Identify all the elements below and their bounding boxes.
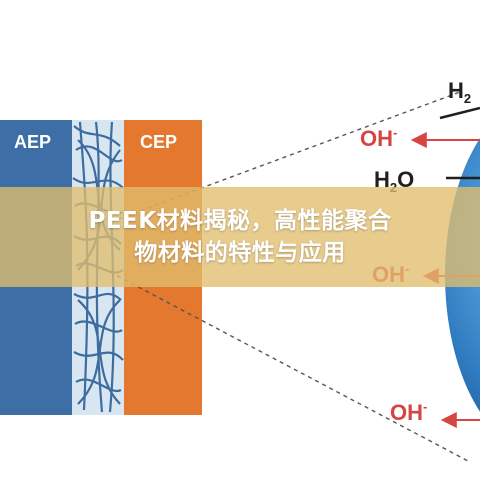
oh-label-3: OH-: [390, 399, 427, 425]
cep-label: CEP: [140, 132, 177, 152]
h2o-label: H2O: [374, 167, 414, 195]
h2-label: H2: [448, 78, 471, 106]
oh-label-1: OH-: [360, 125, 397, 151]
banner-title-line-2: 物材料的特性与应用: [134, 240, 346, 266]
title-banner: PEEK材料揭秘，高性能聚合 物材料的特性与应用: [0, 187, 480, 287]
zoom-line-top: [109, 91, 461, 223]
h2-pointer: [439, 106, 480, 120]
aep-label: AEP: [14, 132, 51, 152]
zoom-line-bottom: [109, 271, 471, 463]
banner-title-line-1: PEEK材料揭秘，高性能聚合: [88, 208, 392, 234]
